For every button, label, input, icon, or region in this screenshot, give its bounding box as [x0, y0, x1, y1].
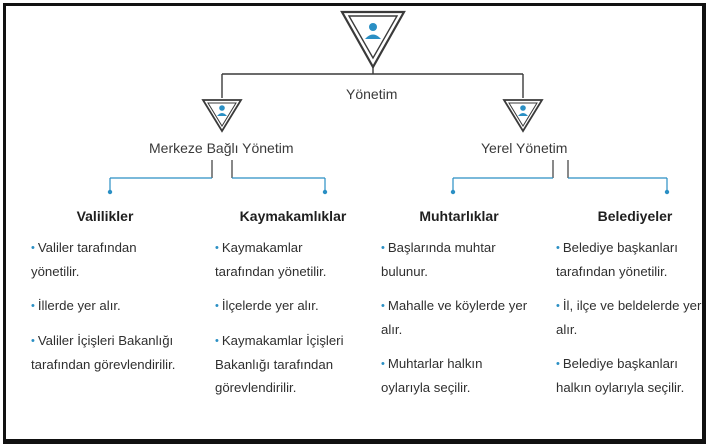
bullet-icon: •	[556, 242, 560, 254]
list-item: •Valiler İçişleri Bakanlığı tarafından g…	[31, 333, 176, 372]
list-item: •İlçelerde yer alır.	[215, 298, 319, 313]
bullet-icon: •	[381, 242, 385, 254]
column-title-muhtarliklar: Muhtarlıklar	[419, 208, 499, 224]
list-item: •Valiler tarafından yönetilir.	[31, 240, 137, 279]
root-label: Yönetim	[346, 86, 398, 102]
column-body-kaymakamliklar: •Kaymakamlar tarafından yönetilir. •İlçe…	[215, 236, 365, 410]
column-body-valilikler: •Valiler tarafından yönetilir. •İllerde …	[31, 236, 181, 387]
bullet-icon: •	[556, 300, 560, 312]
bullet-icon: •	[31, 335, 35, 347]
person-icon	[365, 23, 381, 39]
column-body-belediyeler: •Belediye başkanları tarafından yönetili…	[556, 236, 704, 410]
branch-triangle-icon	[502, 99, 544, 133]
list-item: •Başlarında muhtar bulunur.	[381, 240, 496, 279]
column-title-kaymakamliklar: Kaymakamlıklar	[239, 208, 347, 224]
bullet-icon: •	[215, 300, 219, 312]
list-item: •Belediye başkanları tarafından yönetili…	[556, 240, 678, 279]
branch-triangle-icon	[201, 99, 243, 133]
diagram-frame	[3, 3, 706, 444]
root-triangle-icon	[340, 10, 406, 70]
list-item: •Kaymakamlar tarafından yönetilir.	[215, 240, 327, 279]
column-body-muhtarliklar: •Başlarında muhtar bulunur. •Mahalle ve …	[381, 236, 531, 410]
bullet-icon: •	[215, 242, 219, 254]
list-item: •Kaymakamlar İçişleri Bakanlığı tarafınd…	[215, 333, 344, 395]
branch-label-central: Merkeze Bağlı Yönetim	[149, 140, 294, 156]
bullet-icon: •	[556, 358, 560, 370]
list-item: •İllerde yer alır.	[31, 298, 121, 313]
branch-label-local: Yerel Yönetim	[481, 140, 568, 156]
column-title-valilikler: Valilikler	[76, 208, 134, 224]
bullet-icon: •	[31, 242, 35, 254]
list-item: •İl, ilçe ve beldelerde yer alır.	[556, 298, 702, 337]
bullet-icon: •	[381, 300, 385, 312]
column-title-belediyeler: Belediyeler	[597, 208, 673, 224]
list-item: •Muhtarlar halkın oylarıyla seçilir.	[381, 356, 483, 395]
bullet-icon: •	[381, 358, 385, 370]
list-item: •Belediye başkanları halkın oylarıyla se…	[556, 356, 685, 395]
list-item: •Mahalle ve köylerde yer alır.	[381, 298, 528, 337]
bullet-icon: •	[215, 335, 219, 347]
bullet-icon: •	[31, 300, 35, 312]
